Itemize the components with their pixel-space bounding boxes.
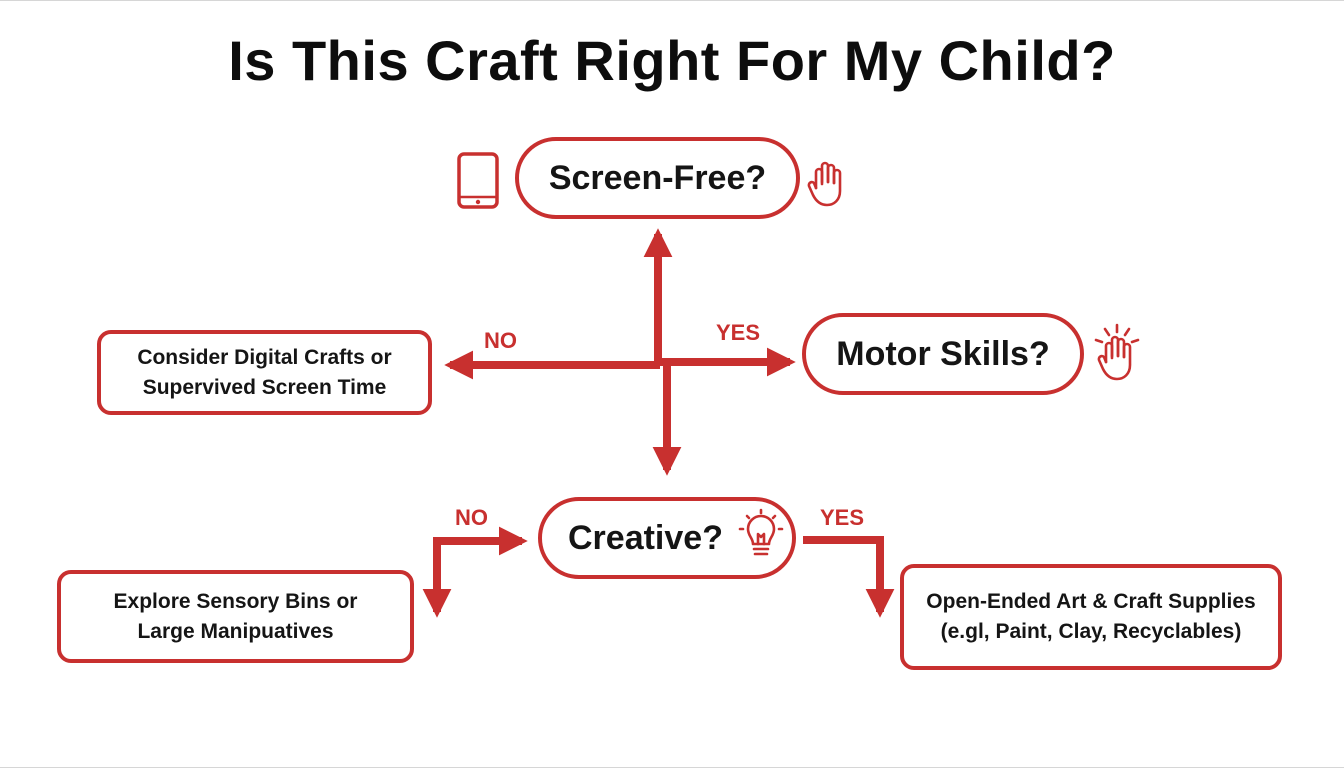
tablet-icon bbox=[457, 152, 499, 209]
motor-skills-label: Motor Skills? bbox=[836, 334, 1050, 373]
arrow-yes-art-supplies bbox=[803, 536, 895, 618]
screen-no-label: NO bbox=[484, 328, 517, 353]
digital-crafts-line-1: Consider Digital Crafts or bbox=[137, 345, 392, 369]
hand-icon bbox=[807, 161, 842, 207]
motor-skills-node: Motor Skills? bbox=[802, 313, 1084, 395]
art-supplies-line-1: Open-Ended Art & Craft Supplies bbox=[926, 590, 1256, 613]
arrow-no-connector bbox=[433, 526, 528, 610]
hand-wave-icon bbox=[1094, 323, 1140, 381]
creative-no-label: NO bbox=[455, 505, 488, 530]
sensory-bins-line-1: Explore Sensory Bins or bbox=[113, 589, 358, 613]
creative-yes-label: YES bbox=[820, 505, 865, 530]
digital-crafts-line-2: Supervived Screen Time bbox=[142, 375, 387, 399]
page-title: Is This Craft Right For My Child? bbox=[228, 29, 1116, 92]
art-supplies-line-2: (e.gl, Paint, Clay, Recyclables) bbox=[940, 620, 1242, 643]
sensory-bins-node: Explore Sensory Bins or Large Manipuativ… bbox=[57, 570, 414, 663]
screen-free-label: Screen-Free? bbox=[548, 158, 767, 197]
creative-node: Creative? bbox=[538, 497, 796, 579]
top-border bbox=[0, 0, 1344, 1]
art-supplies-node: Open-Ended Art & Craft Supplies (e.gl, P… bbox=[900, 564, 1282, 670]
creative-label: Creative? bbox=[568, 518, 723, 557]
lightbulb-icon bbox=[738, 508, 784, 556]
screen-free-node: Screen-Free? bbox=[515, 137, 800, 219]
screen-yes-label: YES bbox=[716, 320, 761, 345]
digital-crafts-node: Consider Digital Crafts or Supervived Sc… bbox=[97, 330, 432, 415]
sensory-bins-line-2: Large Manipuatives bbox=[137, 619, 334, 643]
